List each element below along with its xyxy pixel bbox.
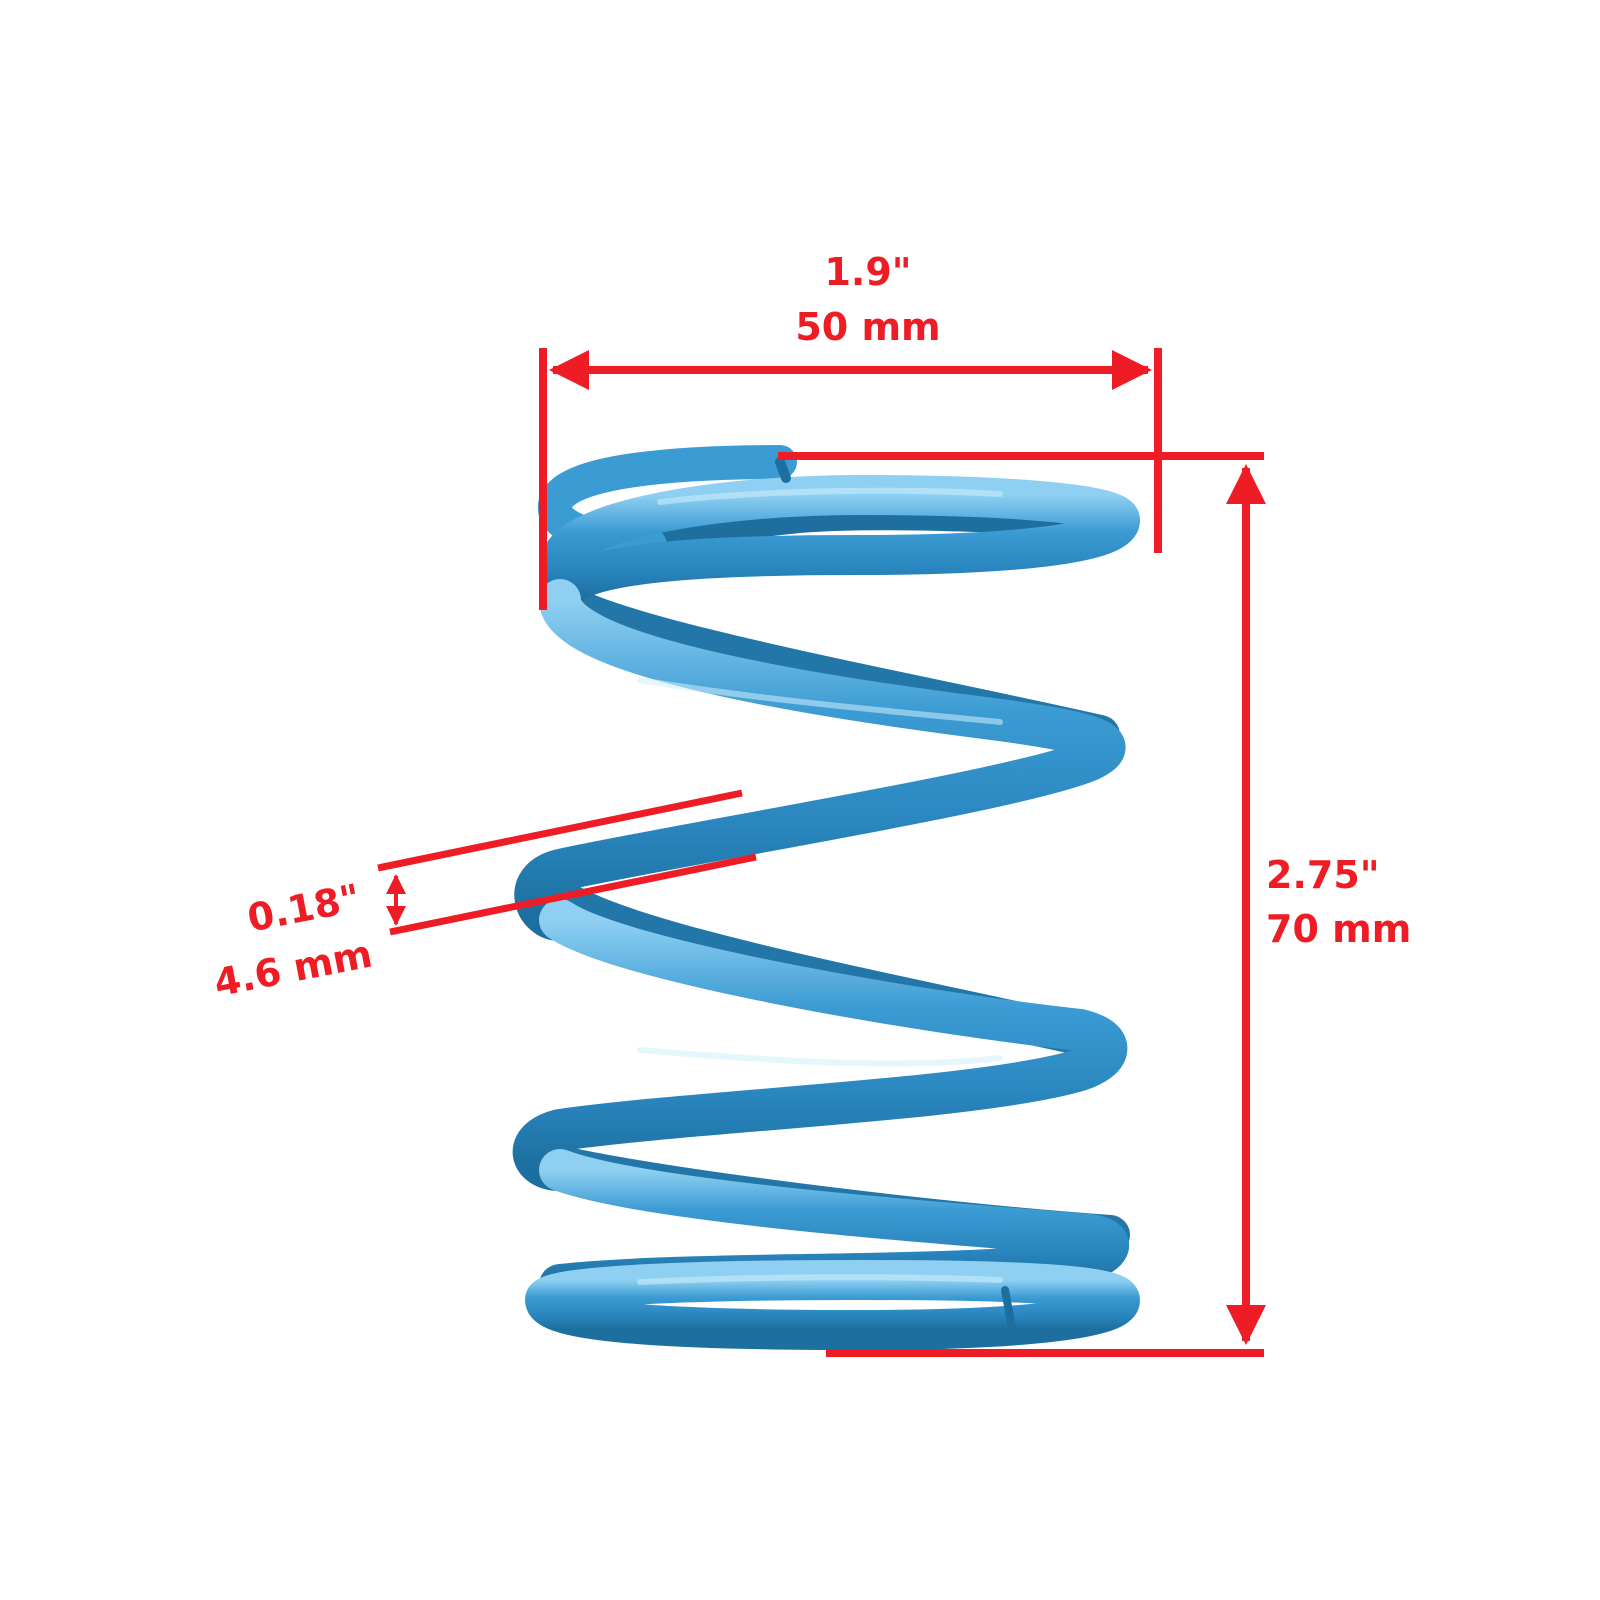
top-ring-cut-end bbox=[775, 457, 791, 483]
bottom-ring-cut-end bbox=[1001, 1286, 1016, 1332]
coil-spring bbox=[512, 445, 1141, 1351]
top-ring-front bbox=[540, 474, 1141, 620]
highlight-1 bbox=[657, 487, 1003, 505]
diameter-metric-label: 50 mm bbox=[795, 305, 940, 349]
wire-extension-lower bbox=[389, 853, 757, 936]
length-metric-label: 70 mm bbox=[1266, 907, 1411, 951]
coil-front-2 bbox=[512, 899, 1128, 1191]
free-length-dimension bbox=[778, 452, 1266, 1357]
wire-diameter-dimension bbox=[377, 789, 757, 936]
wire-extension-upper bbox=[377, 789, 743, 872]
diameter-imperial-label: 1.9" bbox=[824, 250, 911, 294]
wire-imperial-label: 0.18" bbox=[244, 876, 364, 941]
bottom-ring-front bbox=[525, 1259, 1141, 1351]
coil-front-1 bbox=[514, 579, 1126, 941]
spring-top-ring bbox=[538, 445, 1141, 620]
wire-metric-label: 4.6 mm bbox=[211, 932, 376, 1006]
highlight-2 bbox=[637, 677, 1003, 725]
spring-bottom-ring bbox=[525, 1259, 1141, 1351]
length-imperial-label: 2.75" bbox=[1266, 853, 1380, 897]
outer-diameter-dimension bbox=[539, 348, 1162, 610]
highlight-4 bbox=[637, 1274, 1003, 1285]
highlight-3 bbox=[637, 1047, 1003, 1067]
spring-highlights bbox=[637, 487, 1003, 1285]
